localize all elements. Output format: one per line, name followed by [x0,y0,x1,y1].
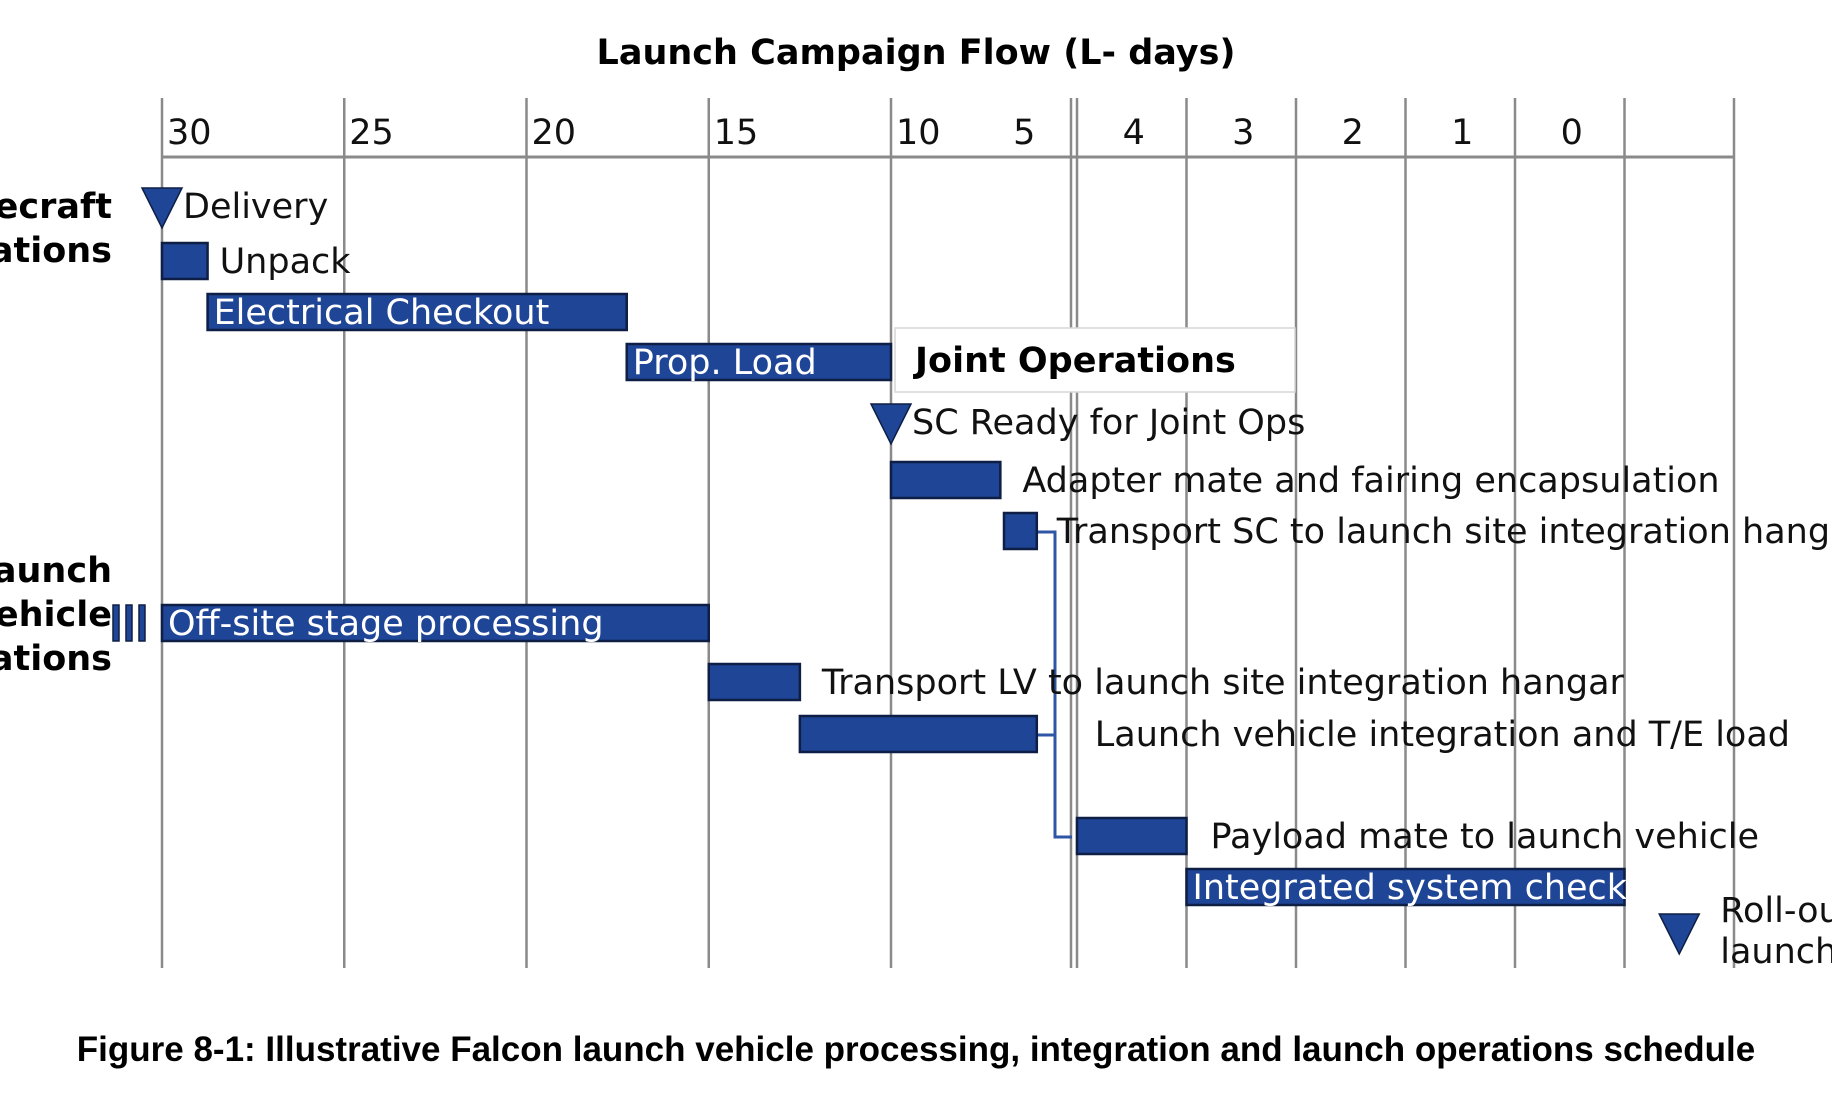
task-label: Transport LV to launch site integration … [821,663,1625,703]
task-label: Launch vehicle integration and T/E load [1095,715,1790,755]
task-bar [160,603,710,643]
continuation-marker [112,604,120,642]
continuation-marker [125,604,133,642]
dependency-connector [1034,530,1072,839]
milestone-label: Roll-out to [1720,891,1832,931]
milestone-label: Delivery [183,187,328,227]
group-label-lv: Vehicle [0,595,112,635]
milestone-label: launch [1720,932,1832,972]
x-tick-label: 10 [896,113,941,153]
task-bar [160,241,209,281]
group-label-sc: Operations [0,231,112,271]
x-tick-label: 3 [1232,113,1254,153]
x-tick-label: 20 [532,113,577,153]
figure-caption: Figure 8-1: Illustrative Falcon launch v… [76,1030,1756,1069]
x-tick-label: 5 [1013,113,1035,153]
group-label-lv: Launch [0,551,112,591]
group-label-lv: Operations [0,639,112,679]
task-bar [625,342,893,382]
continuation-marker [138,604,146,642]
task-label: Integrated system checks [1193,868,1646,908]
task-label: Payload mate to launch vehicle [1211,817,1760,857]
x-tick-label: 2 [1342,113,1364,153]
task-bar [707,662,802,702]
x-tick-label: 15 [714,113,759,153]
x-tick-label: 0 [1561,113,1583,153]
chart-title: Launch Campaign Flow (L- days) [597,33,1236,73]
milestone-marker [869,403,913,446]
task-label: Adapter mate and fairing encapsulation [1022,461,1719,501]
task-bar [798,714,1039,754]
task-bar [1185,867,1626,907]
group-label-sc: Spacecraft [0,187,112,227]
task-bar [889,460,1002,500]
task-label: Electrical Checkout [214,293,550,333]
joint-operations-box [894,327,1296,393]
milestone-marker [140,187,184,230]
x-tick-label: 4 [1123,113,1145,153]
milestone-marker [1658,913,1701,956]
task-label: Transport SC to launch site integration … [1056,512,1832,552]
task-bar [1075,816,1188,856]
x-tick-label: 1 [1451,113,1473,153]
task-bar [1002,511,1039,551]
joint-operations-label: Joint Operations [913,341,1236,381]
x-tick-label: 30 [167,113,212,153]
task-label: Off-site stage processing [168,604,604,644]
task-bar [206,292,628,332]
task-label: Prop. Load [633,343,817,383]
task-label: Unpack [220,242,352,282]
milestone-label: SC Ready for Joint Ops [912,403,1305,443]
x-tick-label: 25 [349,113,394,153]
